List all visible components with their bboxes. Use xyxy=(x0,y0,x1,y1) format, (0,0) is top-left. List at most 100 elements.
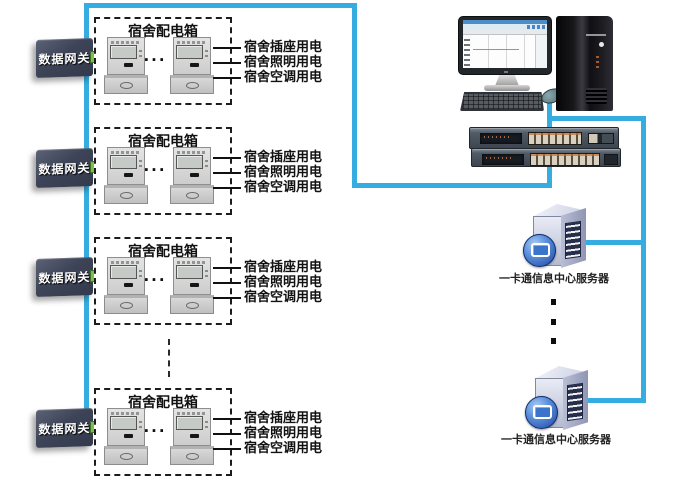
wire-server-bus xyxy=(641,116,646,403)
power-meter-icon xyxy=(170,257,214,315)
app-toolbar xyxy=(463,24,547,30)
tower-led-strip xyxy=(596,54,599,68)
ethernet-switch-icon xyxy=(469,127,621,168)
output-label-lighting: 宿舍照明用电 xyxy=(244,426,323,441)
badge-screen-glyph xyxy=(533,405,552,419)
power-meter-icon xyxy=(104,257,148,315)
switch-uplink-ports xyxy=(588,133,614,144)
meter-terminal-cover xyxy=(170,185,214,204)
tower-drive-slot xyxy=(586,34,606,36)
output-label-aircon: 宿舍空调用电 xyxy=(244,180,323,195)
switch-unit-2 xyxy=(471,148,621,167)
wire-switch-bottom-stub xyxy=(547,166,552,188)
output-connector-line xyxy=(213,448,241,450)
meter-body xyxy=(107,408,145,446)
server-tower-icon-1 xyxy=(523,202,589,272)
monitor-screen xyxy=(463,20,547,68)
switch-led-panel xyxy=(482,154,524,165)
switch-ports xyxy=(530,153,600,166)
app-titlebar xyxy=(463,20,547,24)
output-connector-line xyxy=(213,282,241,284)
server-label-2: 一卡通信息中心服务器 xyxy=(501,433,611,446)
distribution-box-group-1: 宿舍配电箱 ··· 宿舍插座用电 宿舍照明用电 宿舍空调用电 xyxy=(94,17,340,105)
server-tower-icon-2 xyxy=(525,364,591,434)
output-connector-line xyxy=(213,157,241,159)
server-monitor-badge-icon xyxy=(525,396,558,429)
wire-top-horizontal xyxy=(84,3,357,8)
continuation-ellipsis xyxy=(168,339,170,377)
wire-mid-vertical xyxy=(352,3,357,188)
meter-body xyxy=(173,147,211,185)
meter-ellipsis: ··· xyxy=(143,422,167,440)
switch-led-panel xyxy=(480,133,522,144)
tower-power-button xyxy=(599,42,604,47)
output-connector-line xyxy=(213,172,241,174)
output-connector-line xyxy=(213,77,241,79)
distribution-box-group-4: 宿舍配电箱 ··· 宿舍插座用电 宿舍照明用电 宿舍空调用电 xyxy=(94,388,340,476)
data-gateway-label: 数据网关 xyxy=(38,269,91,286)
data-gateway-4: 数据网关 xyxy=(36,408,98,448)
distribution-box-title: 宿舍配电箱 xyxy=(128,24,198,40)
data-gateway-label: 数据网关 xyxy=(38,420,91,437)
meter-body xyxy=(173,408,211,446)
monitor-stand xyxy=(495,75,519,86)
distribution-box-title: 宿舍配电箱 xyxy=(128,395,198,411)
data-gateway-2: 数据网关 xyxy=(36,148,98,188)
output-label-lighting: 宿舍照明用电 xyxy=(244,275,323,290)
output-connector-line xyxy=(213,433,241,435)
power-meter-icon xyxy=(104,147,148,205)
meter-body xyxy=(173,37,211,75)
power-meter-icon xyxy=(170,37,214,95)
app-table-body xyxy=(463,35,547,68)
distribution-box-title: 宿舍配电箱 xyxy=(128,244,198,260)
output-label-aircon: 宿舍空调用电 xyxy=(244,290,323,305)
app-table-header xyxy=(463,30,547,35)
power-meter-icon xyxy=(170,408,214,466)
keyboard-icon xyxy=(460,92,544,111)
app-grid-lines xyxy=(471,35,533,68)
server-drive-bays xyxy=(565,220,581,260)
server-drive-bays xyxy=(567,382,583,422)
server-ellipsis-dot xyxy=(551,299,556,305)
tower-vent-grill xyxy=(586,88,607,104)
output-label-lighting: 宿舍照明用电 xyxy=(244,165,323,180)
output-label-socket: 宿舍插座用电 xyxy=(244,150,323,165)
desktop-monitor-icon xyxy=(458,16,552,75)
output-connector-line xyxy=(213,62,241,64)
app-side-panel xyxy=(535,35,547,68)
output-label-socket: 宿舍插座用电 xyxy=(244,40,323,55)
server-label-1: 一卡通信息中心服务器 xyxy=(499,272,609,285)
wire-to-server-1 xyxy=(584,240,644,245)
output-label-socket: 宿舍插座用电 xyxy=(244,411,323,426)
monitor-base xyxy=(484,85,530,91)
meter-body xyxy=(107,257,145,295)
power-meter-icon xyxy=(170,147,214,205)
wire-to-switch-horizontal xyxy=(352,183,552,188)
output-connector-line xyxy=(213,267,241,269)
distribution-box-group-2: 宿舍配电箱 ··· 宿舍插座用电 宿舍照明用电 宿舍空调用电 xyxy=(94,127,340,215)
meter-body xyxy=(107,147,145,185)
output-label-aircon: 宿舍空调用电 xyxy=(244,70,323,85)
app-data-row xyxy=(473,49,519,50)
meter-terminal-cover xyxy=(104,75,148,94)
power-meter-icon xyxy=(104,37,148,95)
output-label-lighting: 宿舍照明用电 xyxy=(244,55,323,70)
keyboard-keys xyxy=(463,94,541,109)
data-gateway-label: 数据网关 xyxy=(38,50,91,67)
meter-terminal-cover xyxy=(170,446,214,465)
meter-terminal-cover xyxy=(104,446,148,465)
pc-tower-icon xyxy=(556,16,613,111)
wire-branch-horizontal xyxy=(547,116,646,121)
data-gateway-3: 数据网关 xyxy=(36,257,98,297)
switch-uplink-ports xyxy=(604,154,618,165)
server-ellipsis-dot xyxy=(551,338,556,344)
output-connector-line xyxy=(213,297,241,299)
output-connector-line xyxy=(213,187,241,189)
meter-ellipsis: ··· xyxy=(143,161,167,179)
switch-unit-1 xyxy=(469,127,619,149)
server-ellipsis-dot xyxy=(551,319,556,325)
output-connector-line xyxy=(213,418,241,420)
monitor-logo xyxy=(504,71,508,73)
output-label-socket: 宿舍插座用电 xyxy=(244,260,323,275)
